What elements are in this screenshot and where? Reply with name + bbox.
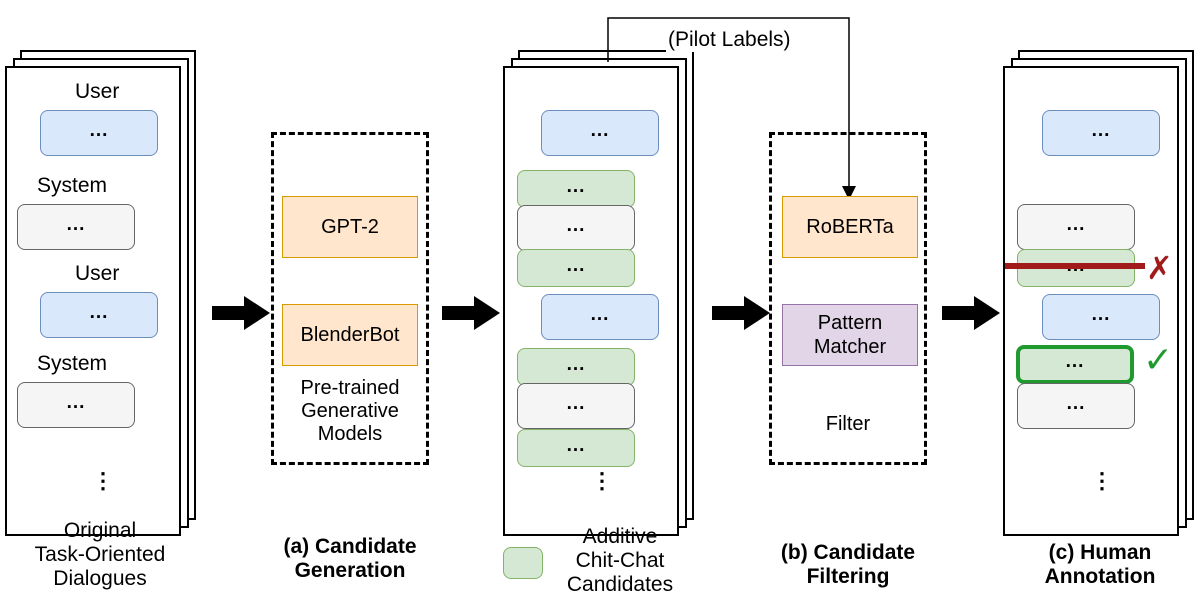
chitchat-candidate: ... — [517, 429, 635, 467]
system-utterance: ... — [517, 205, 635, 251]
user-label: User — [75, 80, 120, 103]
model-gpt2: GPT-2 — [282, 196, 418, 258]
caption-line: Annotation — [1044, 565, 1156, 589]
accepted-candidate: ... — [1016, 345, 1134, 384]
chitchat-candidate: ... — [517, 249, 635, 287]
system-utterance: ... — [17, 382, 135, 428]
reject-strike-line — [1005, 263, 1145, 269]
system-label: System — [37, 352, 108, 375]
user-utterance: ... — [40, 110, 158, 156]
generation-stage-caption: (a) Candidate Generation — [250, 535, 450, 583]
filter-box — [769, 132, 927, 465]
caption-line: Pre-trained — [300, 377, 400, 399]
system-utterance: ... — [1017, 383, 1135, 429]
model-blenderbot: BlenderBot — [282, 304, 418, 366]
candidate-legend-label: Additive Chit-Chat Candidates — [550, 525, 690, 597]
filter-box-caption: Filter — [825, 413, 871, 435]
pilot-labels-connector — [607, 17, 856, 200]
user-utterance: ... — [1042, 294, 1160, 340]
caption-line: (b) Candidate — [780, 541, 916, 564]
caption-line: (a) Candidate — [283, 535, 417, 558]
caption-line: Candidates — [566, 573, 674, 597]
system-utterance: ... — [17, 204, 135, 250]
system-label: System — [37, 174, 108, 197]
original-dialogues-caption: Original Task-Oriented Dialogues — [0, 519, 200, 591]
chitchat-candidate: ... — [517, 348, 635, 386]
filtering-stage-caption: (b) Candidate Filtering — [748, 541, 948, 589]
system-utterance: ... — [1017, 204, 1135, 250]
chitchat-candidate: ... — [517, 170, 635, 208]
model-roberta: RoBERTa — [782, 196, 918, 258]
flow-arrow-icon — [712, 296, 770, 330]
caption-line: Models — [317, 423, 383, 445]
user-utterance: ... — [541, 110, 659, 156]
caption-line: Task-Oriented — [34, 543, 166, 567]
caption-line: Chit-Chat — [575, 549, 665, 573]
more-turns-dots: ⋮ — [591, 468, 613, 493]
legend-candidate-swatch — [503, 547, 543, 579]
pattern-matcher: Pattern Matcher — [782, 304, 918, 366]
generation-models-box — [271, 132, 429, 465]
generation-box-caption: Pre-trained Generative Models — [271, 377, 429, 446]
user-utterance: ... — [40, 292, 158, 338]
user-label: User — [75, 262, 120, 285]
caption-line: Generative — [301, 400, 399, 422]
caption-line: Filtering — [806, 565, 890, 589]
more-turns-dots: ⋮ — [92, 468, 114, 493]
caption-line: Original — [63, 519, 137, 542]
pilot-labels-label: (Pilot Labels) — [666, 28, 793, 53]
caption-line: (c) Human — [1048, 541, 1152, 564]
user-utterance: ... — [1042, 110, 1160, 156]
annotation-stage-caption: (c) Human Annotation — [1000, 541, 1200, 589]
reject-mark-icon: ✗ — [1146, 249, 1173, 287]
system-utterance: ... — [517, 383, 635, 429]
caption-line: Generation — [294, 559, 406, 583]
pattern-matcher-label: Pattern Matcher — [813, 312, 887, 358]
caption-line: Dialogues — [53, 567, 147, 591]
user-utterance: ... — [541, 294, 659, 340]
flow-arrow-icon — [212, 296, 270, 330]
accept-mark-icon: ✓ — [1143, 340, 1174, 381]
more-turns-dots: ⋮ — [1091, 468, 1113, 493]
flow-arrow-icon — [442, 296, 500, 330]
flow-arrow-icon — [942, 296, 1000, 330]
caption-line: Additive — [582, 525, 658, 548]
